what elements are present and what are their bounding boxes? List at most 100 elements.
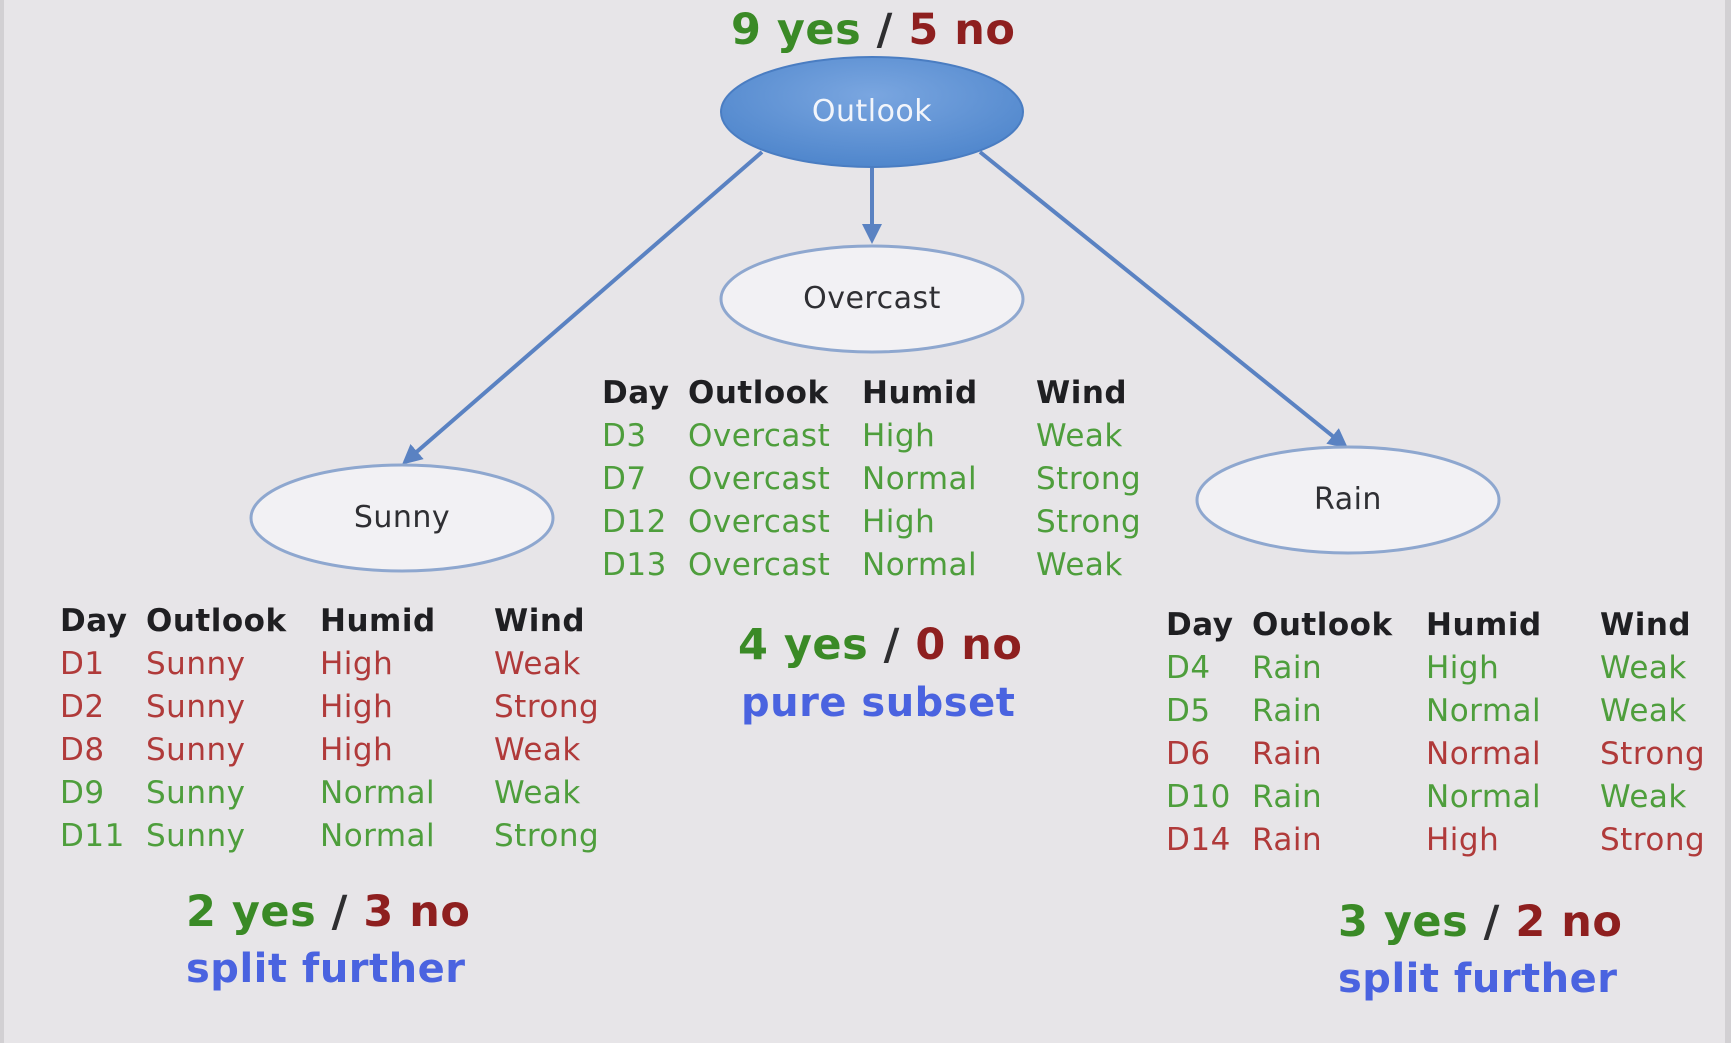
day-cell: D4 [1166,649,1211,686]
table-row: D6 Rain Normal Strong [1166,732,1720,775]
humid-cell: High [862,503,936,540]
table-row: D10 Rain Normal Weak [1166,775,1720,818]
root-count-separator: / [876,5,893,55]
header-humid: Humid [862,374,978,411]
table-row: D14 Rain High Strong [1166,818,1720,861]
humid-cell: Normal [862,460,978,497]
table-header-row: Day Outlook Humid Wind [60,599,614,642]
overcast-node-label: Overcast [803,281,941,316]
outlook-cell: Sunny [146,645,246,682]
header-wind: Wind [1036,374,1128,411]
outlook-cell: Rain [1252,735,1323,772]
wind-cell: Strong [1600,821,1706,858]
table-row: D9 Sunny Normal Weak [60,771,614,814]
day-cell: D7 [602,460,647,497]
day-cell: D2 [60,688,105,725]
header-humid: Humid [1426,606,1542,643]
outlook-cell: Sunny [146,731,246,768]
sunny-count-separator: / [331,887,348,937]
root-node-label: Outlook [811,94,933,129]
header-wind: Wind [494,602,586,639]
outlook-cell: Overcast [688,417,831,454]
overcast-no-count: 0 no [915,620,1023,670]
wind-cell: Strong [494,817,600,854]
header-day: Day [602,374,670,411]
outlook-cell: Rain [1252,649,1323,686]
header-outlook: Outlook [146,602,287,639]
humid-cell: Normal [320,774,436,811]
table-row: D4 Rain High Weak [1166,646,1720,689]
header-day: Day [60,602,128,639]
overcast-count-separator: / [883,620,900,670]
outlook-cell: Rain [1252,692,1323,729]
table-row: D8 Sunny High Weak [60,728,614,771]
day-cell: D9 [60,774,105,811]
humid-cell: Normal [1426,735,1542,772]
overcast-node [719,244,1025,354]
day-cell: D6 [1166,735,1211,772]
header-wind: Wind [1600,606,1692,643]
rain-no-count: 2 no [1515,897,1623,947]
wind-cell: Weak [1600,649,1687,686]
table-header-row: Day Outlook Humid Wind [602,371,1156,414]
outlook-cell: Overcast [688,546,831,583]
humid-cell: High [320,731,394,768]
day-cell: D10 [1166,778,1231,815]
wind-cell: Weak [1036,417,1123,454]
header-day: Day [1166,606,1234,643]
header-outlook: Outlook [688,374,829,411]
wind-cell: Strong [1600,735,1706,772]
outlook-cell: Overcast [688,503,831,540]
root-yes-count: 9 yes [731,5,862,55]
wind-cell: Weak [1036,546,1123,583]
humid-cell: High [1426,821,1500,858]
header-outlook: Outlook [1252,606,1393,643]
humid-cell: High [862,417,936,454]
slide-right-edge [1725,0,1731,1043]
outlook-cell: Sunny [146,774,246,811]
wind-cell: Weak [494,645,581,682]
wind-cell: Strong [1036,460,1142,497]
rain-count-separator: / [1483,897,1500,947]
rain-verdict: split further [1338,956,1618,1002]
day-cell: D14 [1166,821,1231,858]
outlook-cell: Rain [1252,778,1323,815]
edge-to-rain [978,150,1349,449]
wind-cell: Weak [1600,778,1687,815]
humid-cell: Normal [1426,778,1542,815]
overcast-verdict: pure subset [741,680,1016,726]
table-header-row: Day Outlook Humid Wind [1166,603,1720,646]
wind-cell: Weak [494,731,581,768]
edge-to-sunny [401,150,764,465]
day-cell: D11 [60,817,125,854]
sunny-no-count: 3 no [363,887,471,937]
humid-cell: High [320,688,394,725]
slide-left-edge [0,0,4,1043]
day-cell: D8 [60,731,105,768]
rain-node-label: Rain [1314,482,1382,517]
root-no-count: 5 no [908,5,1016,55]
wind-cell: Weak [494,774,581,811]
wind-cell: Strong [494,688,600,725]
root-count: 9 yes / 5 no [731,5,1015,55]
humid-cell: Normal [320,817,436,854]
humid-cell: High [1426,649,1500,686]
root-node [720,56,1024,168]
overcast-count: 4 yes / 0 no [738,620,1022,670]
rain-yes-count: 3 yes [1338,897,1469,947]
day-cell: D12 [602,503,667,540]
sunny-yes-count: 2 yes [186,887,317,937]
outlook-cell: Rain [1252,821,1323,858]
rain-node [1195,445,1501,555]
